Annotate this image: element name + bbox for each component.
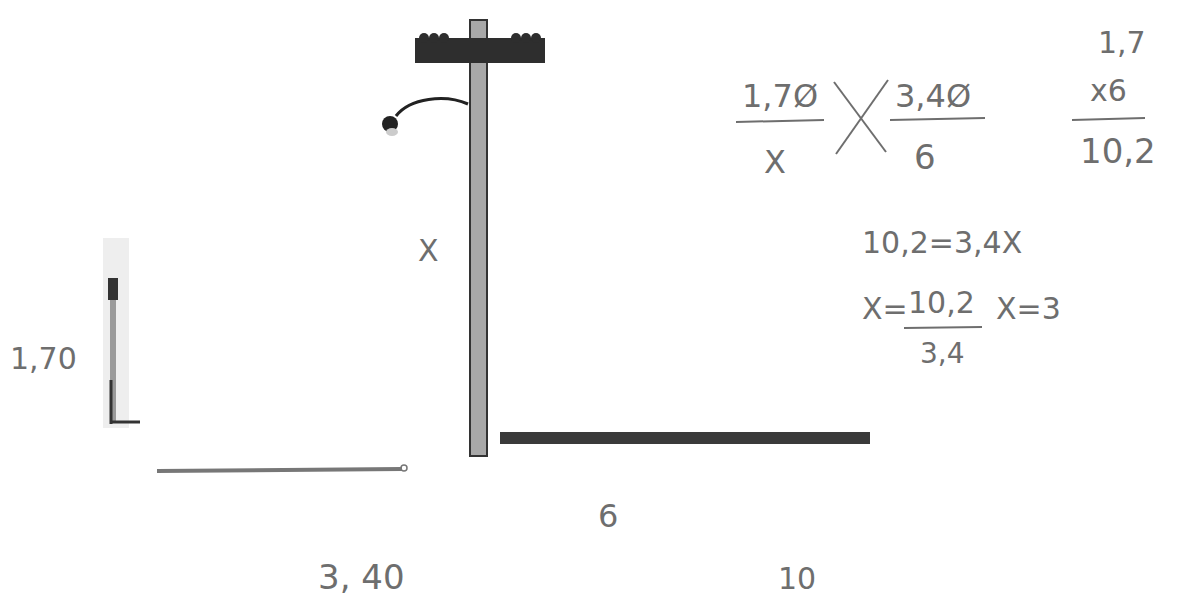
handwritten-label: X — [764, 146, 786, 178]
handwritten-label: 1,70 — [10, 344, 77, 374]
insulator — [521, 33, 531, 43]
handwritten-label: X=3 — [996, 294, 1061, 324]
insulator — [531, 33, 541, 43]
person-shadow — [157, 469, 402, 471]
insulator — [419, 33, 429, 43]
handwritten-label: 3, 40 — [318, 560, 405, 594]
lamp-arm — [396, 99, 468, 116]
handwritten-label: 6 — [598, 500, 618, 532]
handwritten-label: X= — [862, 294, 908, 324]
handwritten-label: X — [418, 236, 439, 266]
pole-shadow — [500, 432, 870, 444]
fraction-bar — [890, 118, 985, 120]
handwritten-label: 3,4Ø — [895, 80, 971, 112]
handwritten-label: 10,2=3,4X — [862, 228, 1022, 258]
insulator — [439, 33, 449, 43]
person-blur — [103, 238, 129, 428]
person-head — [108, 278, 118, 300]
calc-strokes — [736, 80, 1145, 328]
insulator — [511, 33, 521, 43]
insulators — [419, 33, 541, 43]
handwritten-label: 10,2 — [908, 288, 975, 318]
insulator — [429, 33, 439, 43]
person-leg — [110, 380, 113, 424]
cross-mark — [836, 80, 888, 154]
handwritten-label: 10 — [778, 564, 816, 594]
handwritten-label: x6 — [1090, 76, 1127, 106]
person-foot — [111, 421, 140, 424]
handwritten-label: 1,7 — [1098, 28, 1146, 58]
handwritten-label: 10,2 — [1080, 134, 1156, 168]
lamp-glow — [386, 128, 398, 136]
multiplication-bar — [1072, 118, 1145, 120]
fraction-bar — [736, 120, 824, 122]
handwritten-label: 1,7Ø — [742, 80, 818, 112]
shadow-end — [401, 465, 407, 471]
fraction-bar — [904, 327, 982, 328]
handwritten-label: 6 — [914, 140, 936, 174]
handwritten-label: 3,4 — [920, 340, 965, 368]
pole — [470, 20, 487, 456]
